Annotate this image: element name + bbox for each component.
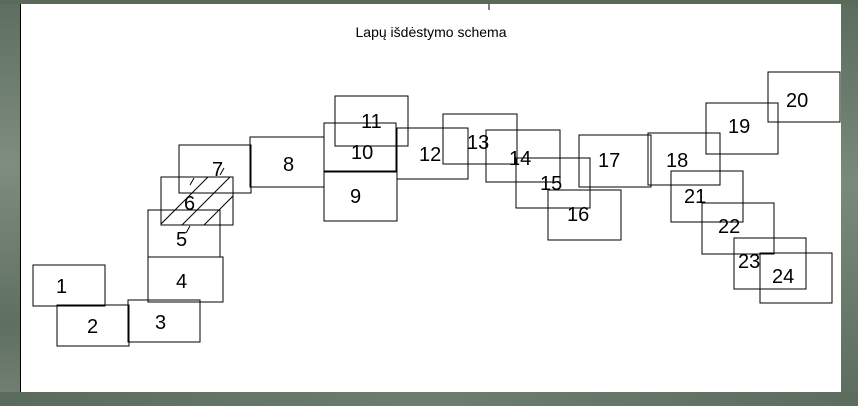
sheet-box-frame: [396, 127, 469, 180]
sheet-box-17: 17: [578, 134, 652, 188]
sheet-box-1: 1: [32, 264, 106, 307]
sheet-box-frame: [647, 132, 721, 186]
sheet-box-label: 23: [738, 251, 760, 273]
sheet-box-frame: [147, 209, 221, 258]
sheet-box-label: 18: [666, 150, 688, 172]
sheet-box-6: 6: [160, 176, 234, 226]
sheet-box-label: 13: [467, 132, 489, 154]
sheet-box-22: 22: [701, 202, 775, 255]
sheet-box-label: 17: [598, 150, 620, 172]
sheet-box-14: 14: [485, 129, 561, 183]
sheet-box-label: 5: [176, 229, 187, 251]
sheet-box-20: 20: [767, 71, 841, 123]
sheet-box-18: 18: [647, 132, 721, 186]
background-right: [840, 0, 858, 406]
sheet-box-2: 2: [56, 304, 130, 347]
sheet-box-frame: [56, 304, 130, 347]
sheet-box-3: 3: [127, 299, 201, 343]
sheet-box-9: 9: [323, 171, 398, 222]
sheet-box-16: 16: [547, 189, 622, 241]
sheet-box-frame: [515, 157, 591, 209]
sheet-box-frame: [547, 189, 622, 241]
background-bottom: [0, 392, 858, 406]
sheet-box-frame: [334, 95, 409, 147]
sheet-box-label: 1: [56, 276, 67, 298]
sheet-box-10: 10: [323, 122, 397, 172]
sheet-box-5: 5: [147, 209, 221, 258]
diagram-title: Lapų išdėstymo schema: [355, 24, 507, 40]
sheet-box-frame: [160, 176, 234, 226]
sheet-box-8: 8: [249, 136, 325, 188]
sheet-box-frame: [733, 237, 807, 290]
sheet-box-label: 3: [155, 312, 166, 334]
sheet-box-label: 22: [718, 216, 740, 238]
sheet-box-label: 8: [283, 154, 294, 176]
sheet-box-21: 21: [670, 170, 744, 223]
sheet-box-19: 19: [705, 102, 779, 155]
sheet-box-label: 19: [728, 116, 750, 138]
sheet-box-label: 10: [351, 142, 373, 164]
sheet-box-label: 7: [212, 159, 223, 181]
sheet-box-label: 24: [772, 266, 794, 288]
sheet-box-11: 11: [334, 95, 409, 147]
sheet-box-label: 6: [184, 193, 195, 215]
sheet-box-frame: [323, 171, 398, 222]
sheet-box-frame: [32, 264, 106, 307]
background-left: [0, 0, 20, 406]
sheet-box-frame: [127, 299, 201, 343]
sheet-box-frame: [670, 170, 744, 223]
sheet-box-frame: [178, 144, 252, 194]
sheet-box-label: 2: [87, 316, 98, 338]
sheet-box-frame: [759, 252, 833, 304]
sheet-box-frame: [323, 122, 397, 172]
sheet-box-label: 12: [419, 144, 441, 166]
sheet-box-frame: [442, 113, 518, 165]
sheet-box-frame: [767, 71, 841, 123]
sheet-box-frame: [701, 202, 775, 255]
sheet-box-label: 11: [361, 111, 382, 133]
sheet-box-frame: [485, 129, 561, 183]
diagram-sheet: Lapų išdėstymo schema: [20, 4, 841, 392]
background-top: [0, 0, 858, 4]
sheet-box-label: 9: [350, 186, 361, 208]
sheet-box-label: 16: [567, 204, 589, 226]
sheet-box-24: 24: [759, 252, 833, 304]
sheet-box-label: 21: [684, 186, 706, 208]
sheet-box-label: 20: [786, 90, 808, 112]
sheet-box-23: 23: [733, 237, 807, 290]
sheet-box-label: 15: [540, 173, 562, 195]
sheet-box-frame: [705, 102, 779, 155]
sheet-box-4: 4: [147, 256, 224, 303]
sheet-box-label: 14: [509, 148, 531, 170]
sheet-box-13: 13: [442, 113, 518, 165]
sheet-box-7: 7: [178, 144, 252, 194]
sheet-box-frame: [578, 134, 652, 188]
sheet-box-12: 12: [396, 127, 469, 180]
sheet-box-label: 4: [176, 271, 187, 293]
